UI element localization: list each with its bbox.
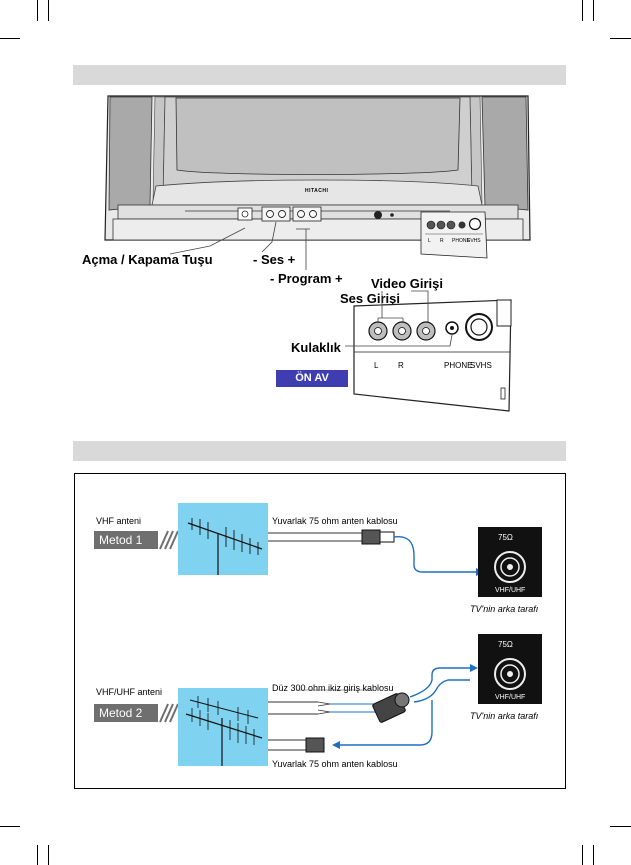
coax-port-icon bbox=[494, 658, 526, 690]
method2-port-ohm: 75Ω bbox=[498, 640, 513, 649]
flap-jack-label-l: L bbox=[428, 238, 431, 244]
method1-port-ohm: 75Ω bbox=[498, 533, 513, 542]
crop-mark bbox=[37, 845, 38, 865]
crop-mark bbox=[48, 0, 49, 21]
front-av-panel-drawing bbox=[345, 290, 512, 412]
method1-tv-port-panel: 75Ω VHF/UHF bbox=[478, 527, 542, 597]
coax-port-icon bbox=[494, 551, 526, 583]
tv-body-drawing bbox=[104, 95, 531, 270]
front-av-badge: ÖN AV bbox=[276, 370, 348, 387]
crop-mark bbox=[593, 845, 594, 865]
power-button-label: Açma / Kapama Tuşu bbox=[82, 252, 213, 267]
crop-mark bbox=[0, 38, 20, 39]
front-av-panel-detail: L R PHONE SVHS bbox=[345, 290, 512, 412]
program-label: - Program + bbox=[270, 271, 343, 286]
av-jack-label-svhs: SVHS bbox=[470, 361, 492, 370]
method1-tv-back-label: TV'nin arka tarafı bbox=[470, 604, 539, 614]
method2-badge: Metod 2 bbox=[94, 704, 158, 722]
method2-flat-cable-label: Düz 300 ohm ikiz giriş kablosu bbox=[272, 683, 394, 693]
method1-badge-stripes bbox=[159, 530, 179, 550]
crop-mark bbox=[37, 0, 38, 21]
method1-antenna-panel bbox=[178, 503, 268, 575]
method2-antenna-label: VHF/UHF anteni bbox=[96, 687, 163, 697]
tv-front-illustration: HITACHI L R PHONE SVHS bbox=[104, 95, 531, 270]
method1-badge: Metod 1 bbox=[94, 531, 158, 549]
crop-mark bbox=[0, 826, 20, 827]
method1-antenna-label: VHF anteni bbox=[96, 516, 142, 526]
volume-label: - Ses + bbox=[253, 252, 296, 267]
av-jack-label-l: L bbox=[374, 361, 379, 370]
method2-port-band: VHF/UHF bbox=[495, 694, 526, 701]
method2-round-cable-label: Yuvarlak 75 ohm anten kablosu bbox=[272, 759, 398, 769]
flap-jack-label-svhs: SVHS bbox=[467, 238, 481, 244]
crop-mark bbox=[593, 0, 594, 21]
flap-jack-label-phone: PHONE bbox=[452, 238, 470, 244]
audio-input-label: Ses Girişi bbox=[340, 291, 400, 306]
flap-jack-label-r: R bbox=[440, 238, 444, 244]
crop-mark bbox=[582, 845, 583, 865]
crop-mark bbox=[610, 38, 631, 39]
method2-antenna-panel bbox=[178, 688, 268, 766]
method1-cable-label: Yuvarlak 75 ohm anten kablosu bbox=[272, 516, 398, 526]
method2-badge-stripes bbox=[159, 703, 179, 723]
av-jack-label-phone: PHONE bbox=[444, 361, 473, 370]
antenna-diagram-frame bbox=[74, 473, 566, 789]
video-input-label: Video Girişi bbox=[371, 276, 444, 291]
vhf-antenna-icon bbox=[187, 518, 263, 575]
crop-mark bbox=[610, 826, 631, 827]
crop-mark bbox=[582, 0, 583, 21]
tv-brand-logo: HITACHI bbox=[305, 188, 329, 194]
section-header-band bbox=[73, 65, 566, 85]
method1-port-band: VHF/UHF bbox=[495, 587, 526, 594]
av-jack-label-r: R bbox=[398, 361, 404, 370]
vhf-uhf-antenna-icon bbox=[185, 696, 263, 766]
method2-tv-port-panel: 75Ω VHF/UHF bbox=[478, 634, 542, 704]
method2-tv-back-label: TV'nin arka tarafı bbox=[470, 711, 539, 721]
crop-mark bbox=[48, 845, 49, 865]
section-header-band bbox=[73, 441, 566, 461]
headphone-label: Kulaklık bbox=[291, 340, 341, 355]
